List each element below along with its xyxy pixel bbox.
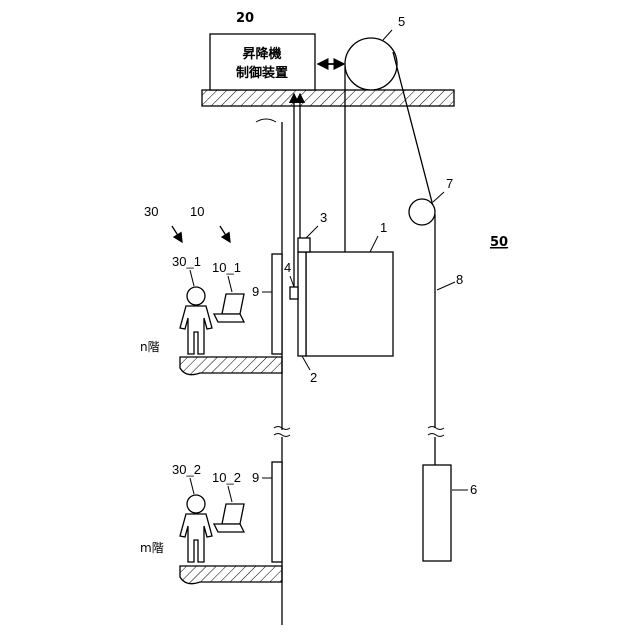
- label-terminal-m: 10_2: [212, 470, 241, 485]
- label-person-group: 30: [144, 204, 158, 219]
- door-operator: [298, 238, 310, 252]
- traction-sheave: [345, 38, 397, 90]
- label-pulley: 7: [446, 176, 453, 191]
- machine-room-slab: [202, 90, 454, 106]
- door-sensor: [290, 287, 298, 299]
- label-person-n: 30_1: [172, 254, 201, 269]
- controller-text-line1: 昇降機: [242, 46, 281, 62]
- label-rope: 8: [456, 272, 463, 287]
- label-part-3: 3: [320, 210, 327, 225]
- label-sheave: 5: [398, 14, 405, 29]
- label-counterweight: 6: [470, 482, 477, 497]
- hall-door-m: [272, 462, 282, 562]
- controller-text-line2: 制御装置: [236, 65, 288, 81]
- floor-label-m: m階: [140, 540, 164, 555]
- car-door: [298, 252, 306, 356]
- floor-label-n: n階: [140, 339, 160, 354]
- laptop-m-icon: [214, 504, 244, 532]
- label-hall-door-n: 9: [252, 284, 259, 299]
- floor-slab-n: [180, 357, 282, 375]
- label-controller-number: 20: [236, 11, 254, 26]
- label-car: 1: [380, 220, 387, 235]
- label-hall-door-m: 9: [252, 470, 259, 485]
- person-n-icon: [180, 287, 212, 354]
- deflector-pulley: [409, 199, 435, 225]
- counterweight: [423, 465, 451, 561]
- elevator-controller: 昇降機 制御装置: [210, 34, 315, 90]
- hall-door-n: [272, 254, 282, 354]
- elevator-car: [306, 252, 393, 356]
- label-person-m: 30_2: [172, 462, 201, 477]
- rope-sheave-to-pulley: [393, 52, 433, 206]
- label-car-door: 2: [310, 370, 317, 385]
- person-m-icon: [180, 495, 212, 562]
- floor-slab-m: [180, 566, 282, 584]
- counterweight-rope: [428, 214, 444, 465]
- label-terminal-n: 10_1: [212, 260, 241, 275]
- label-part-4: 4: [284, 260, 291, 275]
- label-terminal-group: 10: [190, 204, 204, 219]
- laptop-n-icon: [214, 294, 244, 322]
